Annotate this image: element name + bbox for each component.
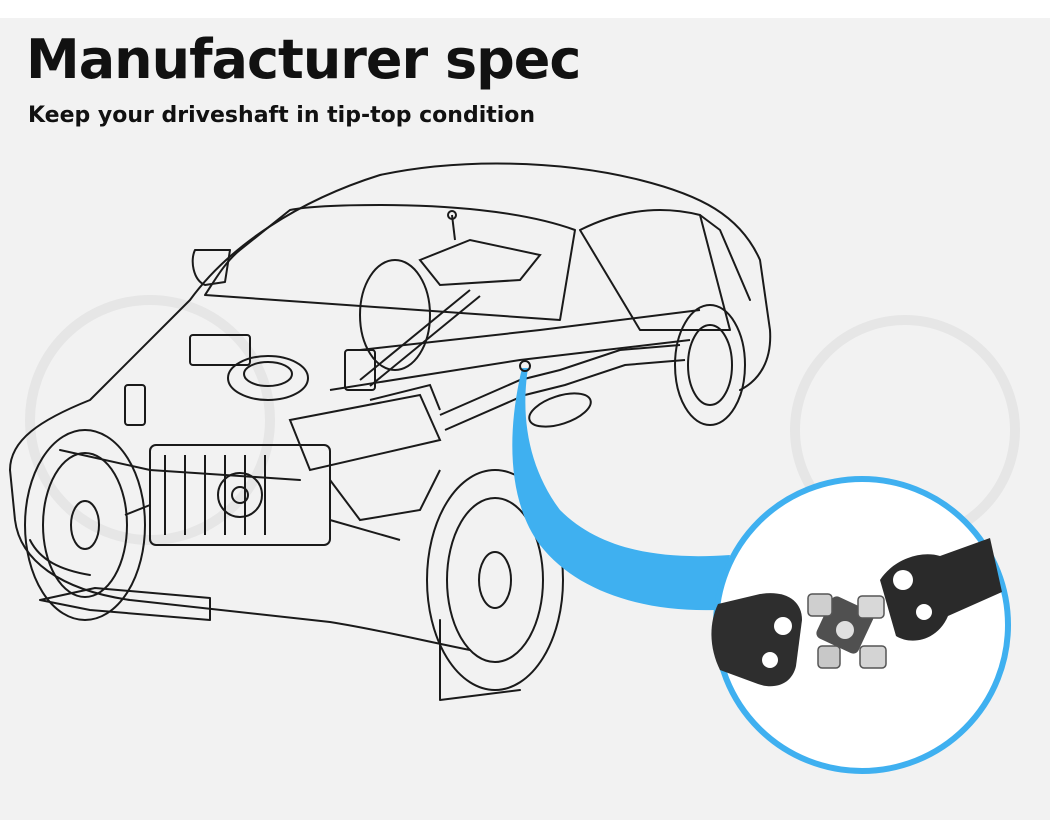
callout-beam (512, 368, 730, 611)
wheels (24, 259, 746, 691)
chassis (124, 210, 701, 541)
universal-joint-closeup (711, 538, 1002, 687)
page-title: Manufacturer spec (26, 28, 581, 91)
car-body (9, 162, 772, 701)
page-subtitle: Keep your driveshaft in tip-top conditio… (28, 103, 536, 128)
engine (124, 334, 442, 546)
